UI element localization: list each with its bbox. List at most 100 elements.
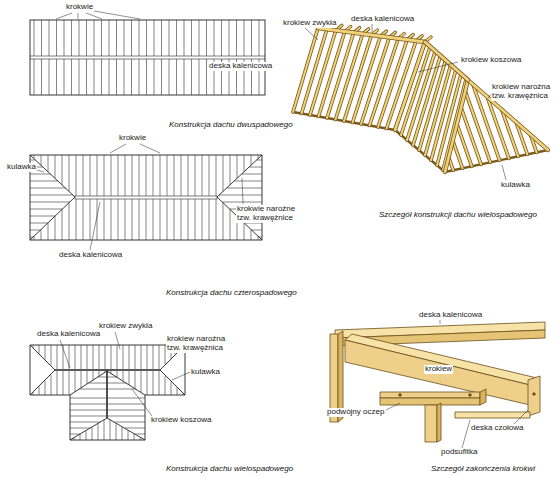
rafter-end-detail [380, 392, 480, 398]
multi-slope-roof-plan [153, 345, 154, 369]
multi-slope-roof-plan [87, 371, 88, 384]
hip-roof-plan [76, 199, 77, 240]
gable-roof-plan [191, 20, 192, 56]
gable-roof-plan [176, 59, 177, 95]
hip-roof-plan [34, 155, 35, 159]
multi-slope-roof-plan [33, 392, 34, 395]
hip-roof-plan [30, 202, 70, 203]
hip-roof-plan [62, 155, 63, 185]
gable-roof-plan [116, 59, 117, 95]
gable-roof-plan [124, 59, 125, 95]
hip-roof-plan [242, 174, 262, 175]
roof-truss-3d [445, 80, 468, 172]
gable-roof-plan [229, 20, 230, 56]
hip-roof-plan [55, 216, 56, 240]
multi-slope-roof-plan [70, 404, 107, 405]
hip-roof-plan [244, 223, 262, 224]
multi-slope-roof-plan [57, 345, 58, 369]
gable-roof-plan [169, 59, 170, 95]
gable-roof-plan [30, 56, 265, 57]
gable-roof-plan [131, 59, 132, 95]
gable-roof-plan [161, 20, 162, 56]
hip-roof-plan [30, 174, 50, 175]
gable-roof-plan [154, 20, 155, 56]
hip-roof-plan [259, 237, 262, 238]
part-label: krokiew narożna tzw. krawężnica [166, 335, 240, 353]
multi-slope-roof-plan [33, 345, 34, 348]
gable-roof-plan [30, 20, 265, 95]
roof-truss-3d [318, 28, 425, 42]
gable-roof-plan [146, 59, 147, 95]
roof-truss-3d [395, 42, 425, 130]
hip-roof-plan [257, 160, 262, 161]
hip-roof-plan [125, 199, 126, 240]
hip-roof-plan [160, 155, 161, 196]
gable-roof-plan [86, 20, 87, 56]
part-label: krokiew [424, 365, 453, 374]
hip-roof-plan [30, 181, 58, 182]
multi-slope-roof-plan [98, 423, 99, 440]
rafter-end-detail [380, 398, 480, 405]
multi-slope-roof-plan [129, 371, 130, 385]
part-label: krokiew narożna tzw. krawężnica [491, 83, 553, 101]
gable-roof-plan [109, 20, 110, 56]
hip-roof-plan [146, 155, 147, 196]
hip-roof-plan [174, 155, 175, 196]
gable-roof-plan [146, 20, 147, 56]
hip-roof-plan [132, 199, 133, 240]
gable-roof-plan [251, 20, 252, 56]
leader-line [132, 389, 152, 416]
part-label: kulawka [6, 163, 37, 172]
multi-slope-roof-plan [108, 404, 145, 405]
multi-slope-roof-plan [74, 438, 75, 440]
hip-roof-plan [195, 199, 196, 240]
multi-slope-roof-plan [81, 345, 82, 369]
rafter-end-detail [469, 394, 472, 397]
leader-line [305, 28, 318, 40]
gable-roof-plan [154, 59, 155, 95]
multi-slope-roof-plan [86, 430, 87, 440]
hip-roof-plan [41, 155, 42, 165]
gable-roof-plan [64, 59, 65, 95]
multi-slope-roof-plan [51, 345, 52, 365]
multi-slope-roof-plan [141, 371, 142, 392]
hip-roof-plan [30, 195, 73, 196]
leader-line [222, 60, 223, 61]
hip-roof-plan [167, 155, 168, 196]
leader-line [418, 62, 458, 72]
hip-roof-plan [30, 197, 75, 240]
multi-slope-roof-plan [93, 345, 94, 369]
part-label: krokiew koszowa [150, 416, 212, 425]
gable-roof-plan [244, 20, 245, 56]
gable-roof-plan [221, 20, 222, 56]
hip-roof-plan [30, 237, 33, 238]
multi-slope-roof-plan [135, 371, 136, 389]
part-label: kulawka [500, 181, 531, 190]
multi-slope-roof-plan [104, 420, 105, 440]
multi-slope-roof-plan [70, 416, 107, 417]
gable-roof-plan [101, 59, 102, 95]
rafter-end-detail [455, 412, 530, 418]
hip-roof-plan [48, 223, 49, 240]
multi-slope-roof-plan [123, 371, 124, 381]
hip-roof-plan [252, 230, 262, 231]
rafter-end-detail [425, 405, 437, 442]
multi-slope-roof-plan [177, 387, 178, 395]
gable-roof-plan [30, 59, 265, 60]
gable-roof-plan [199, 59, 200, 95]
leader-line [502, 165, 506, 180]
gable-roof-plan [49, 20, 50, 56]
multi-slope-roof-plan [160, 370, 185, 395]
hip-roof-plan [251, 155, 252, 165]
gable-roof-plan [236, 20, 237, 56]
multi-slope-roof-plan [107, 383, 127, 384]
part-label: krokiew koszowa [460, 56, 522, 65]
hip-roof-plan [30, 216, 55, 217]
gable-roof-plan [139, 59, 140, 95]
multi-slope-roof-plan [81, 371, 82, 388]
multi-slope-roof-plan [39, 386, 40, 395]
multi-slope-roof-plan [70, 428, 90, 429]
hip-roof-plan [30, 155, 75, 197]
hip-roof-plan [181, 155, 182, 196]
leader-line [86, 13, 102, 19]
